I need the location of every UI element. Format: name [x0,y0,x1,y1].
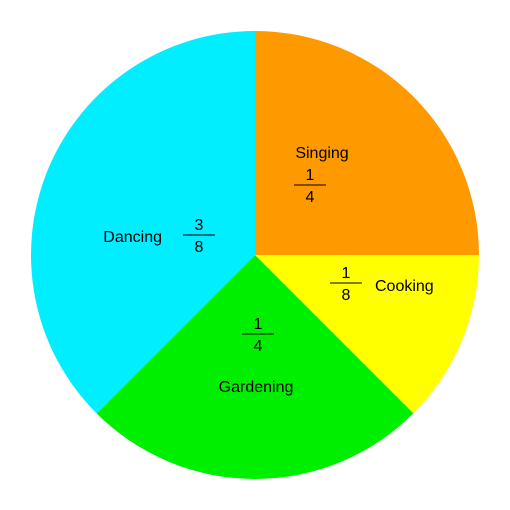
fraction-numerator-gardening: 1 [254,316,263,333]
fraction-denominator-dancing: 8 [195,239,204,256]
fraction-dancing: 38 [183,217,215,256]
fraction-numerator-cooking: 1 [342,265,351,282]
fraction-denominator-singing: 4 [306,189,315,206]
fraction-numerator-singing: 1 [306,167,315,184]
fraction-gardening: 14 [242,316,274,355]
fraction-singing: 14 [294,167,326,206]
pie-slice-gardening [96,255,414,479]
fraction-numerator-dancing: 3 [195,217,204,234]
slice-label-dancing: Dancing [103,229,162,246]
pie-slice-singing [255,31,479,255]
slice-label-gardening: Gardening [219,379,294,396]
slices-layer [31,31,479,479]
pie-slice-dancing [31,31,255,414]
fraction-cooking: 18 [330,265,362,304]
fraction-denominator-gardening: 4 [254,338,263,355]
pie-slice-cooking [255,255,479,414]
slice-label-singing: Singing [295,145,348,162]
fraction-denominator-cooking: 8 [342,287,351,304]
slice-label-cooking: Cooking [375,278,434,295]
